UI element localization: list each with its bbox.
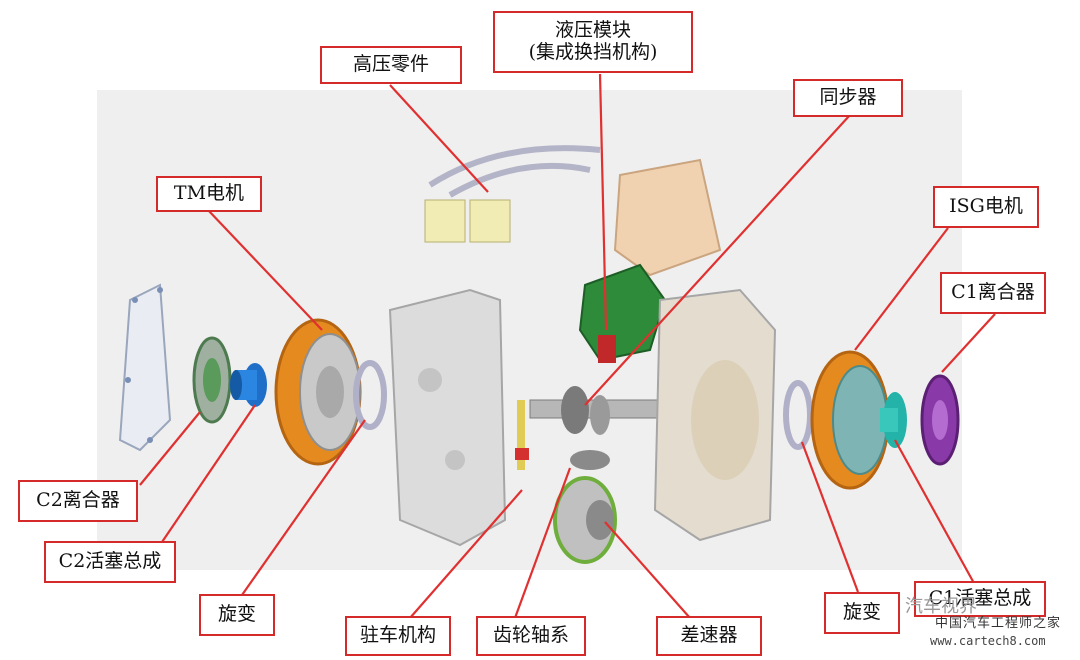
resolver-left-part [353, 360, 387, 430]
leader-high-voltage [389, 84, 489, 193]
leader-parking [409, 489, 523, 619]
label-c2-clutch: C2离合器 [18, 480, 138, 522]
label-differential: 差速器 [656, 616, 762, 656]
label-parking: 驻车机构 [345, 616, 451, 656]
oil-pan-plate [613, 158, 722, 277]
high-voltage-harness [424, 145, 601, 243]
label-isg-motor: ISG电机 [933, 186, 1039, 228]
leader-differential [604, 521, 691, 619]
end-cover-left [118, 283, 172, 452]
c2-clutch-part [192, 336, 232, 424]
c1-clutch-part [920, 374, 960, 466]
housing-left [388, 288, 507, 547]
label-resolver-right: 旋变 [824, 592, 900, 634]
leader-tm-motor [207, 209, 323, 331]
housing-right [653, 288, 777, 542]
leader-isg-motor [854, 227, 949, 351]
parking-mechanism-part [515, 400, 529, 470]
label-synchronizer: 同步器 [793, 79, 903, 117]
label-hydraulic-module: 液压模块 (集成换挡机构) [493, 11, 693, 73]
label-tm-motor: TM电机 [156, 176, 262, 212]
label-high-voltage: 高压零件 [320, 46, 462, 84]
leader-resolver-right [800, 441, 860, 593]
label-c1-piston: C1活塞总成 [914, 581, 1046, 617]
leader-c2-clutch [139, 411, 201, 486]
watermark-brand: 汽车视界 [905, 596, 977, 617]
label-c2-piston: C2活塞总成 [44, 541, 176, 583]
leader-lines [139, 73, 996, 619]
leader-synchronizer [584, 114, 851, 406]
leader-c2-piston [159, 404, 256, 546]
leader-c1-piston [894, 439, 976, 586]
leader-hydraulic [598, 73, 608, 331]
resolver-right-part [783, 380, 813, 450]
tm-motor-part [274, 318, 362, 466]
hydraulic-module-part [578, 263, 667, 363]
watermark-url: www.cartech8.com [930, 634, 1046, 648]
leader-c1-clutch [941, 313, 996, 373]
leader-resolver-left [241, 419, 366, 596]
differential-part [553, 476, 617, 564]
watermark-site-name: 中国汽车工程师之家 [935, 616, 1062, 631]
isg-motor-part [810, 350, 890, 490]
label-resolver-left: 旋变 [199, 594, 275, 636]
c1-piston-part [880, 392, 907, 448]
c2-piston-part [230, 363, 267, 407]
label-c1-clutch: C1离合器 [940, 272, 1046, 314]
gear-shaft-part [529, 386, 661, 470]
leader-gear-shaft [513, 467, 572, 619]
label-gear-shaft: 齿轮轴系 [476, 616, 586, 656]
